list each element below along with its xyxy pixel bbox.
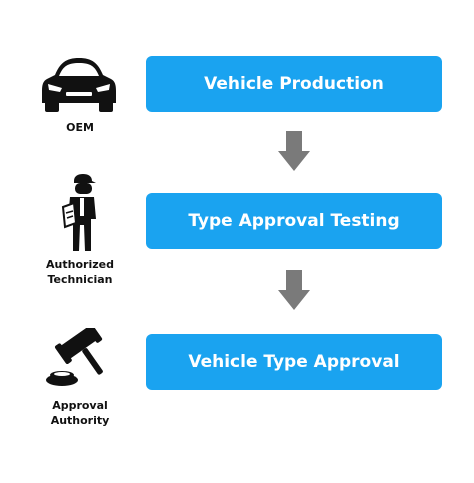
step-label: Type Approval Testing xyxy=(188,211,400,231)
actor-label-oem: OEM xyxy=(66,121,94,134)
actor-label-authorized-technician: Authorized Technician xyxy=(46,258,114,286)
down-arrow-icon xyxy=(278,131,310,171)
down-arrow-icon xyxy=(278,270,310,310)
technician-icon xyxy=(61,174,96,251)
step-box-type-approval-testing: Type Approval Testing xyxy=(146,193,442,249)
actor-label-approval-authority: Approval Authority xyxy=(50,399,110,427)
step-label: Vehicle Type Approval xyxy=(188,352,400,372)
car-icon xyxy=(42,58,116,112)
step-label: Vehicle Production xyxy=(204,74,384,94)
step-box-vehicle-production: Vehicle Production xyxy=(146,56,442,112)
gavel-icon xyxy=(46,328,103,386)
step-box-vehicle-type-approval: Vehicle Type Approval xyxy=(146,334,442,390)
